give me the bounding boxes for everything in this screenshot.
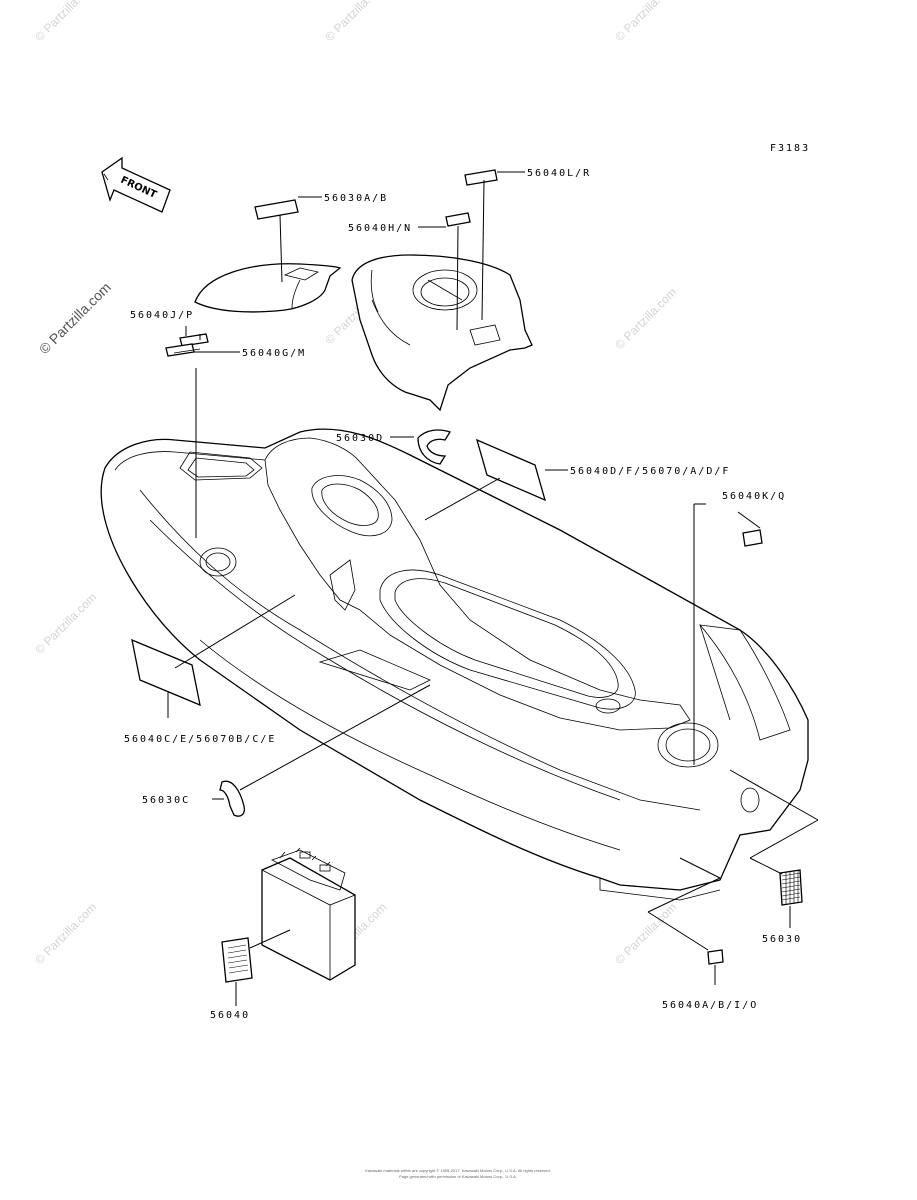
hood-cover bbox=[351, 254, 533, 412]
decals bbox=[131, 169, 803, 983]
front-arrow-icon: FRONT bbox=[101, 156, 171, 213]
part-label-56030c: 56030C bbox=[142, 795, 190, 806]
decal-56030ab bbox=[254, 199, 299, 220]
part-label-56040gm: 56040G/M bbox=[242, 348, 306, 359]
leader-lines bbox=[167, 171, 819, 1006]
decal-56040abio bbox=[707, 949, 724, 965]
watermark: © Partzilla.com bbox=[612, 285, 679, 352]
battery bbox=[261, 847, 356, 981]
decal-56040hn bbox=[445, 212, 471, 227]
decal-56040lr bbox=[464, 169, 498, 186]
watermark: © Partzilla.com bbox=[32, 900, 99, 967]
decal-56030c bbox=[219, 780, 246, 817]
watermark: © Partzilla.com bbox=[32, 0, 99, 44]
watermark: © Partzilla.com bbox=[36, 279, 114, 357]
part-label-56040jp: 56040J/P bbox=[130, 310, 194, 321]
part-labels: 56030A/B 56040L/R 56040H/N 56040J/P 5604… bbox=[124, 168, 802, 1021]
copyright-line: Page generated with permission of Kawasa… bbox=[399, 1174, 517, 1179]
hull-body bbox=[100, 428, 809, 901]
watermark: © Partzilla.com bbox=[612, 0, 679, 44]
decal-56040jp-a bbox=[179, 333, 209, 347]
part-label-56030d: 56030D bbox=[336, 433, 384, 444]
part-label-56040lr: 56040L/R bbox=[527, 168, 591, 179]
part-label-56040: 56040 bbox=[210, 1010, 250, 1021]
decal-56040df bbox=[475, 438, 547, 502]
part-label-56030ab: 56030A/B bbox=[324, 193, 388, 204]
decal-56040ce bbox=[131, 638, 201, 707]
part-label-56040hn: 56040H/N bbox=[348, 223, 412, 234]
decal-56040 bbox=[221, 937, 253, 983]
watermark: © Partzilla.com bbox=[322, 0, 389, 44]
watermark: © Partzilla.com bbox=[32, 590, 99, 657]
part-label-56040abio: 56040A/B/I/O bbox=[662, 1000, 758, 1011]
part-label-56040kq: 56040K/Q bbox=[722, 491, 786, 502]
part-label-56030: 56030 bbox=[762, 934, 802, 945]
decal-56040kq bbox=[742, 529, 763, 547]
figure-code: F3183 bbox=[770, 143, 810, 154]
decal-56030d bbox=[417, 429, 451, 465]
part-label-56040df: 56040D/F/56070/A/D/F bbox=[570, 466, 730, 477]
seat-cover bbox=[194, 263, 342, 313]
part-label-56040ce: 56040C/E/56070B/C/E bbox=[124, 734, 276, 745]
decal-56040jp-b bbox=[165, 343, 195, 357]
decal-56030 bbox=[779, 869, 803, 906]
watermark: © Partzilla.com bbox=[612, 900, 679, 967]
copyright-line: Kawasaki materials within are copyright … bbox=[365, 1168, 551, 1173]
